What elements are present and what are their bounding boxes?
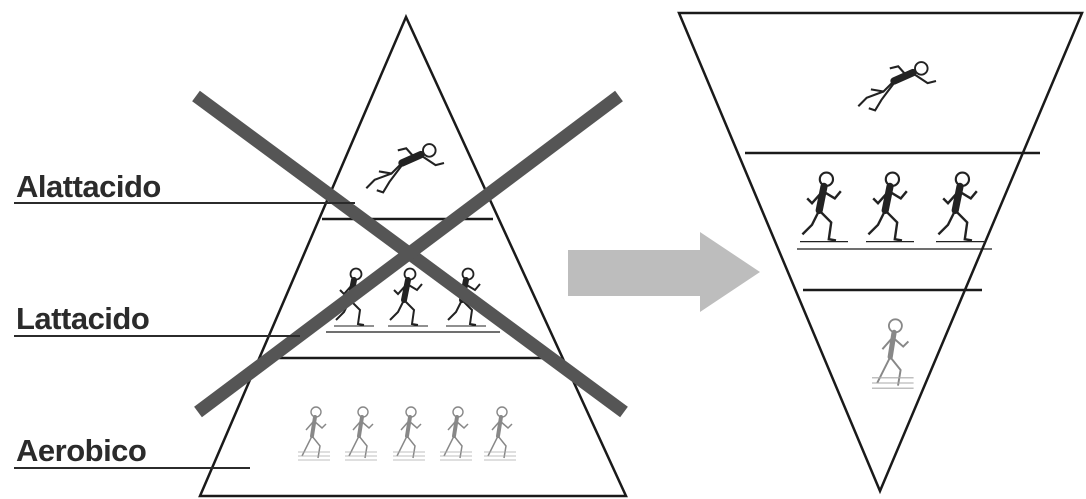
jogger-icon [345, 407, 377, 460]
jogger-icon [393, 407, 425, 460]
right-inverted-pyramid [679, 13, 1082, 491]
runner-icon [800, 173, 848, 242]
jogger-icon [440, 407, 472, 460]
jogger-icon [484, 407, 516, 460]
runner-icon [936, 173, 984, 242]
label-aerobico: Aerobico [16, 435, 146, 466]
right-top-runner-icon [858, 62, 936, 110]
left-bottom-joggers [298, 407, 516, 460]
jogger-icon [298, 407, 330, 460]
x-mark-icon [196, 96, 624, 412]
runner-icon [866, 173, 914, 242]
right-middle-runners [800, 173, 984, 242]
label-lattacido: Lattacido [16, 303, 149, 334]
runner-icon [388, 269, 428, 327]
left-top-runner-icon [366, 144, 444, 192]
right-arrow-icon [568, 232, 760, 312]
right-bottom-jogger [872, 319, 914, 388]
label-alattacido: Alattacido [16, 171, 161, 202]
jogger-icon [872, 319, 914, 388]
